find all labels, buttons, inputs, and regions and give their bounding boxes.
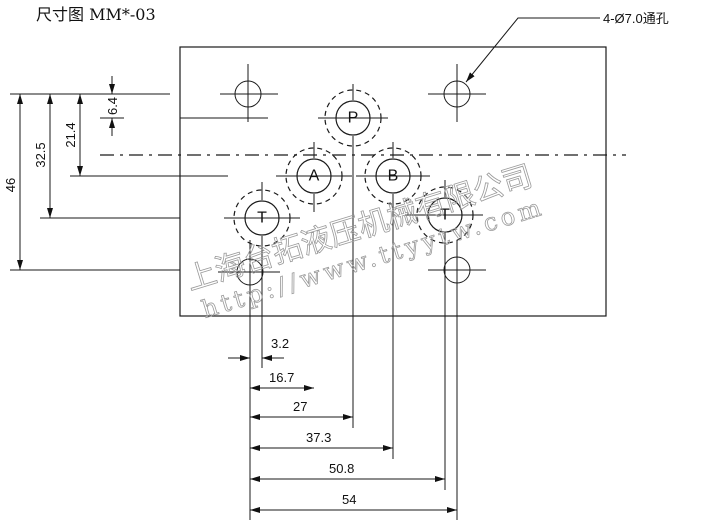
dim-46: 46 [3, 178, 18, 192]
drawing-title: 尺寸图 MM*-03 [36, 5, 156, 24]
mounting-hole [428, 240, 486, 300]
dim-6-4: 6.4 [105, 97, 120, 115]
horizontal-dimensions [228, 355, 457, 513]
port-t-right: T [405, 180, 483, 244]
mounting-hole [428, 64, 486, 122]
callout-leader [465, 17, 600, 83]
port-label-b: B [388, 168, 399, 185]
extension-lines-left [10, 93, 268, 271]
through-hole-callout: 4-Ø7.0通孔 [603, 11, 669, 26]
port-label-t-left: T [257, 210, 267, 227]
mounting-hole [220, 64, 278, 122]
dim-37-3: 37.3 [306, 430, 331, 445]
dim-3-2: 3.2 [271, 336, 289, 351]
dim-32-5: 32.5 [33, 142, 48, 167]
port-label-t-right: T [440, 207, 450, 224]
mounting-hole [218, 240, 280, 300]
extension-lines-bottom [249, 152, 458, 520]
dim-54: 54 [342, 492, 356, 507]
dim-16-7: 16.7 [269, 370, 294, 385]
dim-21-4: 21.4 [63, 122, 78, 147]
port-label-p: P [348, 110, 359, 127]
port-b: B [356, 142, 430, 205]
port-p: P [318, 84, 388, 152]
dim-27: 27 [293, 399, 307, 414]
port-label-a: A [309, 168, 320, 185]
dim-50-8: 50.8 [329, 461, 354, 476]
vertical-dimensions [17, 76, 115, 270]
port-t-left: T [224, 182, 300, 247]
